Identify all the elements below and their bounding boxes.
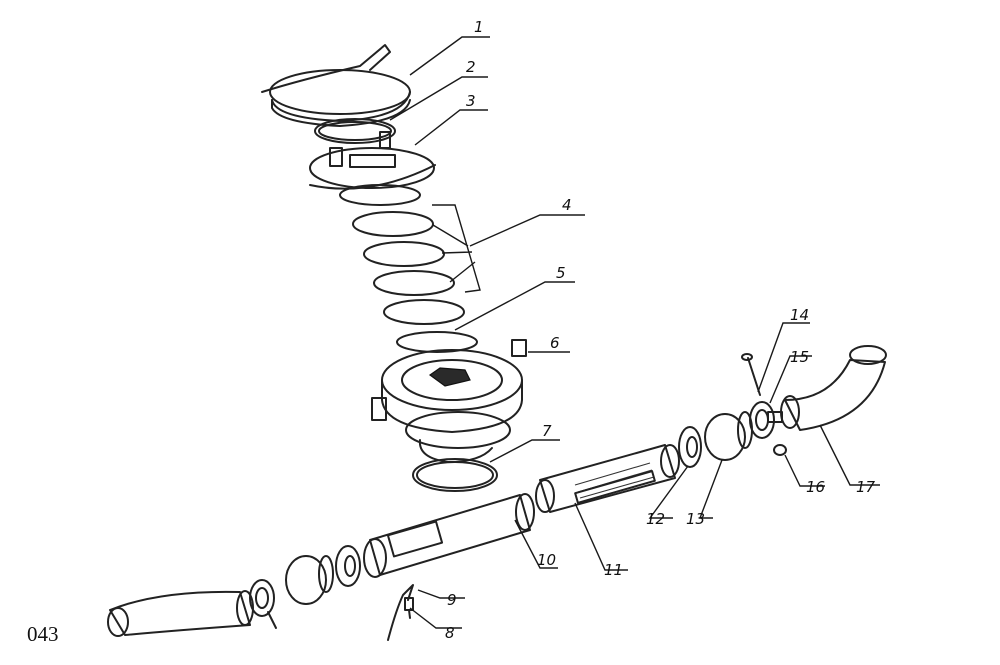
part-12-upper-collar (678, 426, 702, 468)
lower-cartridge (285, 555, 334, 605)
part-15-upper-clamp (749, 401, 783, 439)
lower-elbow (107, 590, 254, 637)
callout-16: 16 (806, 478, 825, 496)
part-5-lower-mesh-screen (396, 331, 478, 353)
callout-14: 14 (790, 306, 809, 324)
part-3-lid-plate (309, 131, 436, 190)
callout-15: 15 (790, 348, 809, 366)
part-8-screw (404, 597, 414, 619)
lower-clamp (249, 579, 277, 629)
callout-9: 9 (447, 591, 457, 609)
part-14-bolt (741, 353, 761, 396)
callout-8: 8 (445, 624, 455, 642)
part-6-main-housing (371, 339, 527, 449)
part-1-top-cap (261, 44, 411, 127)
callout-13: 13 (686, 510, 705, 528)
callout-7: 7 (542, 422, 552, 440)
sheet-number: 043 (27, 622, 59, 646)
part-16-nut (773, 444, 787, 456)
callout-4: 4 (562, 196, 572, 214)
part-13-upper-cartridge (704, 411, 753, 461)
part-7-lower-ring (412, 439, 498, 492)
part-10-lower-tube (363, 493, 535, 578)
callout-11: 11 (604, 561, 623, 579)
callout-6: 6 (550, 334, 560, 352)
callout-17: 17 (856, 478, 876, 496)
part-9-lever (387, 584, 414, 641)
callout-12: 12 (646, 510, 665, 528)
part-11-upper-tube (535, 444, 680, 513)
leader-lines (389, 36, 880, 629)
callout-10: 10 (537, 551, 556, 569)
upper-mesh-screen (339, 184, 421, 206)
callout-2: 2 (466, 58, 476, 76)
lower-collar (335, 545, 361, 587)
part-4-filter-pads (352, 211, 465, 325)
part-2-gasket-ring (314, 118, 396, 144)
callout-1: 1 (474, 18, 484, 36)
callout-5: 5 (556, 264, 566, 282)
callout-3: 3 (466, 92, 476, 110)
